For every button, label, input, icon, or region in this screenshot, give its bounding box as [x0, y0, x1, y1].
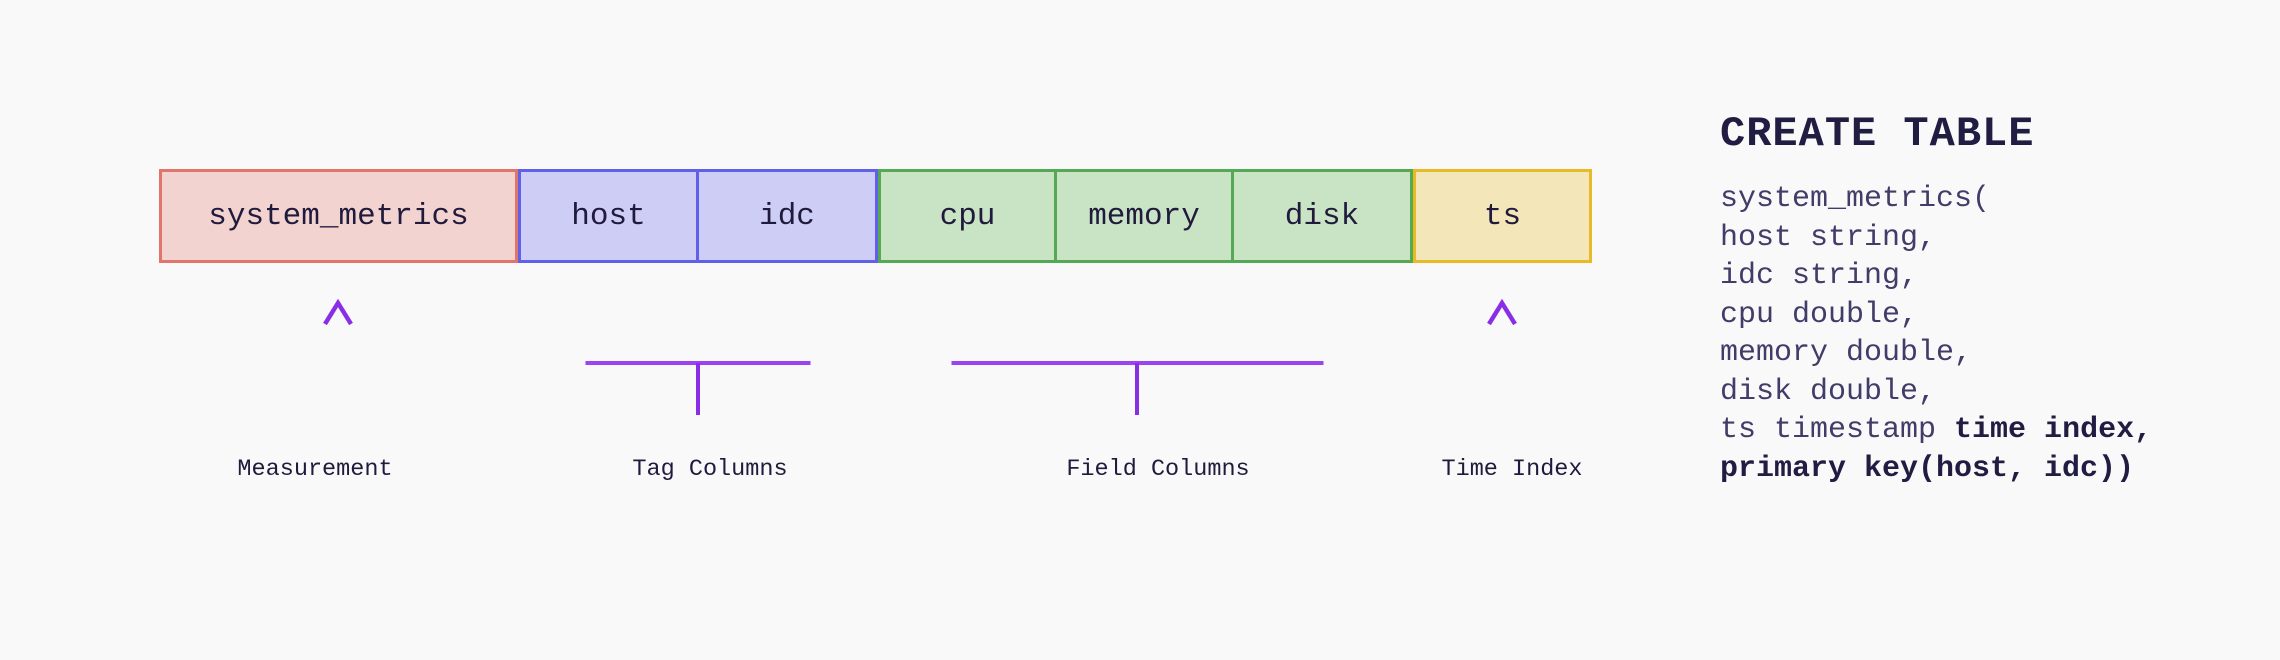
box-tag-host: host	[518, 169, 699, 263]
up-arrow-icon	[1487, 298, 1517, 410]
code-line: system_metrics(	[1720, 180, 2152, 219]
label-measurement: Measurement	[237, 456, 393, 483]
code-line: cpu double,	[1720, 296, 2152, 335]
sql-code: system_metrics( host string, idc string,…	[1720, 180, 2152, 488]
box-field-memory: memory	[1054, 169, 1234, 263]
sql-heading: CREATE TABLE	[1720, 110, 2035, 158]
label-tag-columns: Tag Columns	[632, 456, 788, 483]
code-text: cpu double,	[1720, 297, 1919, 332]
up-arrow-icon	[323, 298, 353, 410]
code-text: host string,	[1720, 220, 1937, 255]
box-field-disk: disk	[1231, 169, 1413, 263]
code-text: system_metrics(	[1720, 182, 1991, 216]
bracket-icon	[585, 302, 811, 415]
code-line: primary key(host, idc))	[1720, 450, 2152, 489]
code-text: memory double,	[1720, 336, 1973, 370]
code-line: memory double,	[1720, 334, 2152, 373]
box-measurement: system_metrics	[159, 169, 518, 263]
code-text: disk double,	[1720, 374, 1937, 409]
box-tag-idc: idc	[696, 169, 878, 263]
code-line: disk double,	[1720, 373, 2152, 412]
code-text: idc string,	[1720, 259, 1919, 293]
label-time-index: Time Index	[1441, 456, 1583, 483]
code-text: ts timestamp	[1720, 413, 1955, 447]
code-line: ts timestamp time index,	[1720, 411, 2152, 450]
code-line: idc string,	[1720, 257, 2152, 296]
code-line: host string,	[1720, 219, 2152, 258]
code-text-bold: primary key(host, idc))	[1720, 451, 2135, 486]
bracket-icon	[951, 301, 1324, 415]
box-time-ts: ts	[1413, 169, 1592, 263]
label-field-columns: Field Columns	[1066, 456, 1250, 483]
box-field-cpu: cpu	[878, 169, 1057, 263]
code-text-bold: time index,	[1954, 413, 2153, 447]
